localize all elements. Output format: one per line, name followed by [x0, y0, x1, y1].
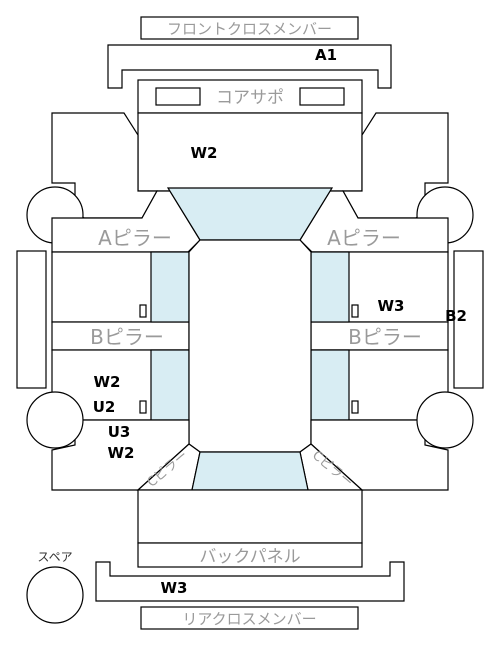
code-w2-top: W2 — [191, 144, 218, 162]
back-panel-label: バックパネル — [199, 547, 300, 567]
left-b-pillar-label: Bピラー — [90, 325, 164, 349]
right-rear-wheel — [416, 391, 474, 449]
right-front-door-handle — [351, 304, 359, 318]
right-b-pillar — [310, 321, 449, 351]
left-rear-window — [150, 349, 190, 421]
code-w3-right: W3 — [378, 297, 405, 315]
core-support-slot-left — [155, 87, 201, 106]
code-w2-left-low: W2 — [108, 444, 135, 462]
rear-window — [191, 451, 309, 491]
left-front-window — [150, 251, 190, 323]
front-cross-member-label: フロントクロスメンバー — [167, 20, 332, 38]
code-b2: B2 — [445, 307, 467, 325]
right-front-window — [310, 251, 350, 323]
left-rear-door-handle — [139, 400, 147, 414]
left-a-pillar-label: Aピラー — [98, 226, 172, 250]
code-w3-rear: W3 — [161, 579, 188, 597]
rear-bumper-reinforcement — [95, 561, 405, 602]
right-side-sill — [453, 250, 484, 389]
right-a-pillar-label: Aピラー — [327, 226, 401, 250]
roof-panel — [188, 239, 312, 453]
spare-tire — [26, 566, 84, 624]
rear-cross-member-label: リアクロスメンバー — [182, 610, 316, 628]
back-panel — [137, 542, 363, 568]
left-front-door-handle — [139, 304, 147, 318]
trunk-lid — [137, 489, 363, 544]
right-rear-window — [310, 349, 350, 421]
core-support-slot-right — [299, 87, 345, 106]
spare-label: スペア — [37, 550, 72, 564]
code-u2: U2 — [93, 398, 116, 416]
hood-area — [137, 112, 363, 192]
rear-cross-member-box — [140, 606, 359, 630]
left-rear-wheel — [26, 391, 84, 449]
core-support-label: コアサポ — [216, 88, 284, 108]
code-u3: U3 — [108, 423, 131, 441]
front-cross-member-box — [140, 16, 359, 40]
right-rear-door-handle — [351, 400, 359, 414]
right-b-pillar-label: Bピラー — [348, 325, 422, 349]
left-side-sill — [16, 250, 47, 389]
code-a1: A1 — [315, 46, 337, 64]
front-bumper-reinforcement — [107, 44, 392, 89]
code-w2-left: W2 — [94, 373, 121, 391]
